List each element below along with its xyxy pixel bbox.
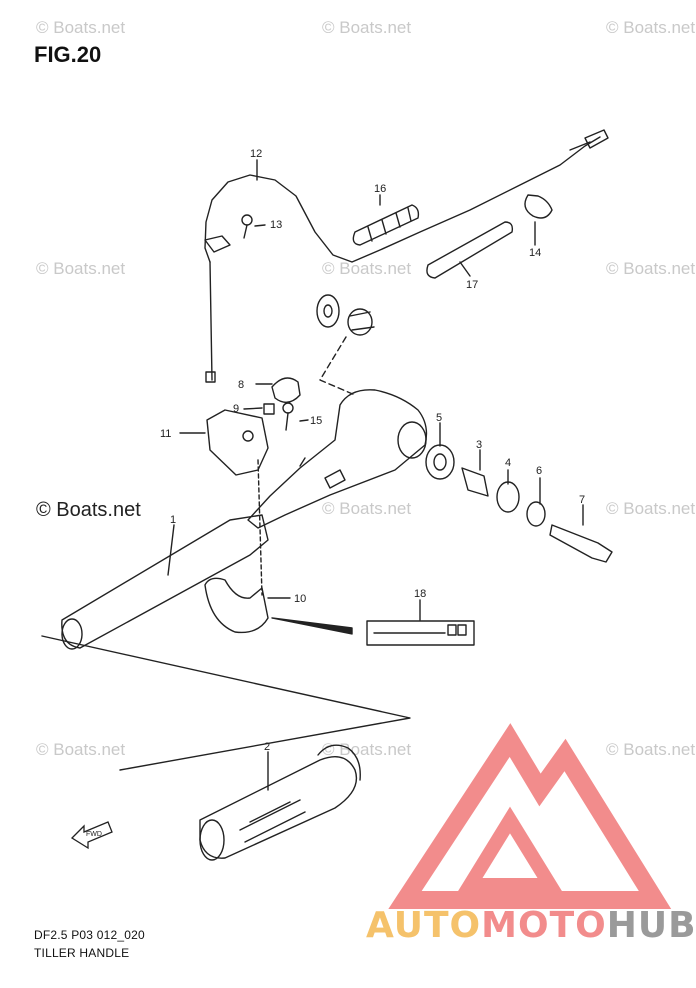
watermark: © Boats.net [606,740,696,759]
watermark: © Boats.net [36,18,126,37]
nut-9 [263,403,275,415]
part-label-10: 10 [294,593,306,605]
watermark: © Boats.net [322,740,412,759]
cable-fitting [584,129,609,149]
part-label-4: 4 [505,457,511,469]
collar-3 [461,467,489,497]
adjust-knob-8 [271,377,301,403]
part-label-8: 8 [238,379,244,391]
part-label-1: 1 [170,514,176,526]
screw-15 [282,402,294,414]
watermark: © Boats.net [606,259,696,278]
clamp-upper-11 [206,409,269,476]
grip-16 [352,204,420,246]
part-label-15: 15 [310,415,322,427]
cable-end [205,371,216,383]
automotohub-logo-icon [388,723,672,909]
watermark: © Boats.net [322,499,412,518]
watermark: © Boats.net [606,499,696,518]
cable-clamp [204,235,231,253]
diagram-code: DF2.5 P03 012_020 [34,928,145,942]
tiller-arm-1 [61,514,269,649]
watermark: © Boats.net [606,18,696,37]
diagram-caption: TILLER HANDLE [34,946,130,960]
tiller-bracket [247,389,428,529]
figure-title: FIG.20 [34,42,102,67]
watermark: © Boats.net [36,259,126,278]
tube-17 [426,221,514,279]
clamp-lower-10 [204,577,269,634]
fwd-text: FWD [86,831,102,838]
part-label-7: 7 [579,494,585,506]
part-label-2: 2 [264,741,270,753]
part-label-18: 18 [414,588,426,600]
bolt-7 [549,524,613,563]
part-label-5: 5 [436,412,442,424]
cable-wire [209,261,213,381]
bushing-5 [425,444,455,480]
grip-2 [199,756,358,859]
washer-top [316,294,340,328]
watermark: © Boats.net [36,740,126,759]
part-label-6: 6 [536,465,542,477]
watermark: © Boats.net [36,499,141,521]
part-label-11: 11 [160,428,171,440]
part-label-14: 14 [529,247,541,259]
washer-4 [496,481,520,513]
throttle-cable [204,136,601,263]
part-label-17: 17 [466,279,478,291]
washer-6 [526,501,546,527]
clip-14 [524,194,553,219]
fwd-arrow-icon: FWD [70,821,113,850]
part-label-12: 12 [250,148,262,160]
part-label-3: 3 [476,439,482,451]
collar-top [347,308,373,336]
bolt-13-head [241,214,253,226]
label-18 [366,620,475,646]
watermark: © Boats.net [322,259,412,278]
part-label-16: 16 [374,183,386,195]
part-label-13: 13 [270,219,282,231]
brand-logo-text: AUTOMOTOHUB [366,905,696,946]
part-label-9: 9 [233,403,239,415]
watermark: © Boats.net [322,18,412,37]
